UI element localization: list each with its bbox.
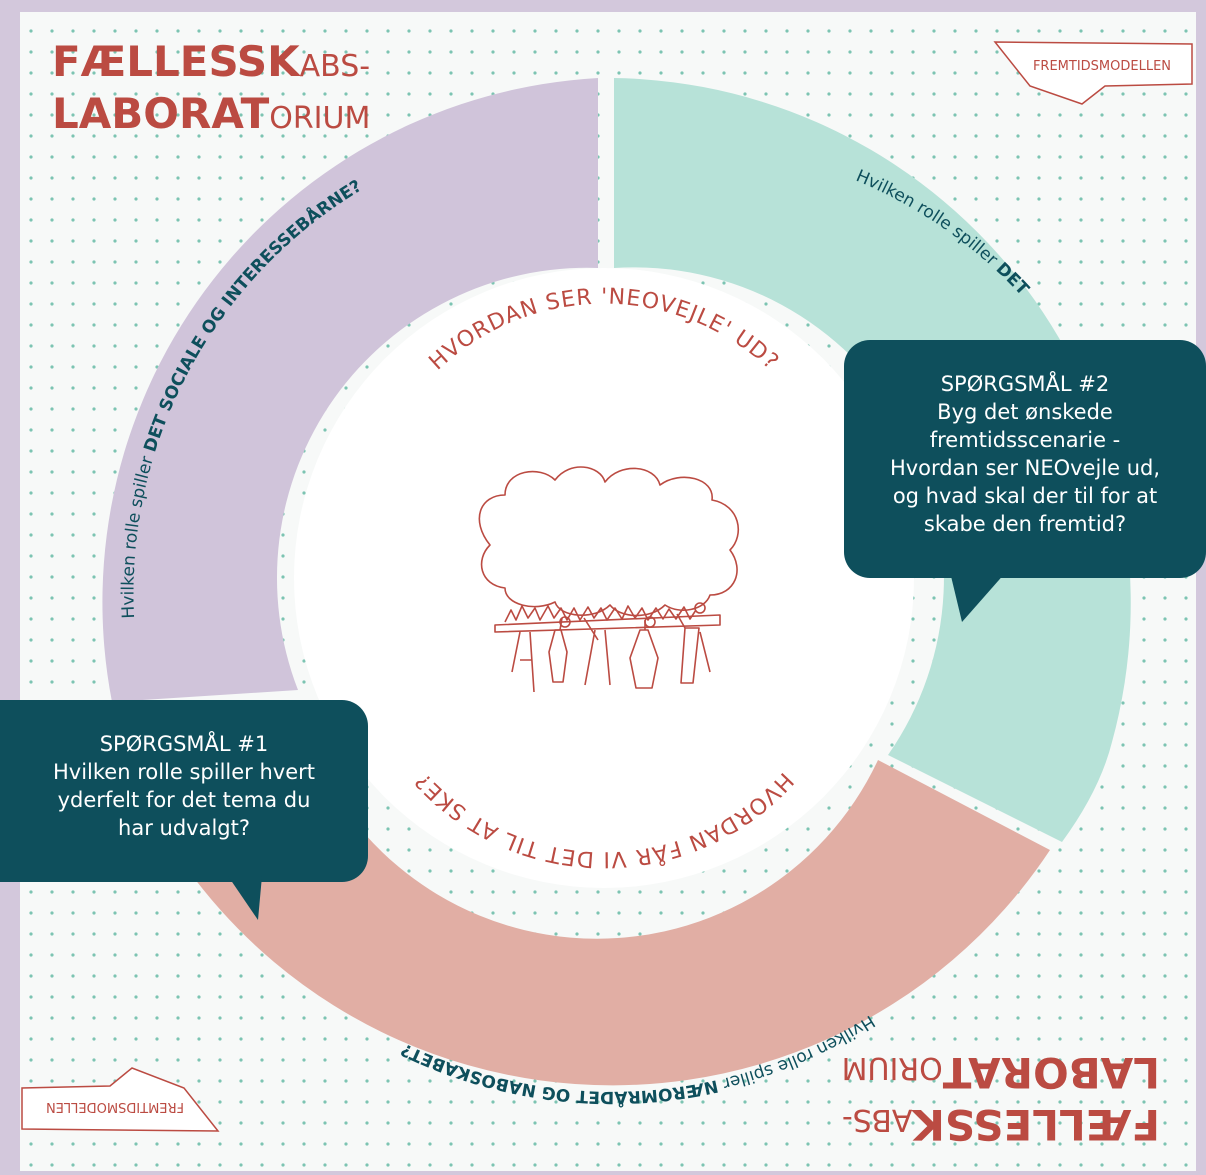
question-2-text-line: Byg det ønskede: [937, 400, 1113, 424]
tree-with-people-illustration: [478, 466, 740, 693]
center-disc: [294, 268, 914, 888]
question-1-text-line: har udvalgt?: [118, 816, 250, 840]
question-1-text-line: yderfelt for det tema du: [57, 788, 311, 812]
purple-segment: [102, 78, 599, 702]
mint-segment: [614, 78, 1131, 842]
question-1-bubble: SPØRGSMÅL #1 Hvilken rolle spiller hvert…: [0, 700, 368, 920]
svg-text:FÆLLESSKABS-: FÆLLESSKABS-: [52, 37, 370, 86]
question-2-bubble: SPØRGSMÅL #2 Byg det ønskede fremtidssce…: [844, 340, 1206, 622]
question-2-text-line: skabe den fremtid?: [923, 512, 1127, 536]
logo-bottom: FÆLLESSKABS- LABORATORIUM: [842, 1048, 1160, 1149]
question-2-text-line: fremtidsscenarie -: [929, 428, 1121, 452]
question-1-title: SPØRGSMÅL #1: [99, 732, 269, 756]
question-2-title: SPØRGSMÅL #2: [940, 372, 1110, 396]
question-2-text-line: Hvordan ser NEOvejle ud,: [889, 456, 1161, 480]
bubble-tail: [950, 572, 1006, 622]
logo-top: FÆLLESSKABS- LABORATORIUM: [52, 37, 370, 138]
svg-text:FREMTIDSMODELLEN: FREMTIDSMODELLEN: [46, 1099, 184, 1114]
tag-top: FREMTIDSMODELLEN: [993, 41, 1193, 105]
pink-segment: [112, 710, 1050, 1086]
svg-text:FÆLLESSKABS-: FÆLLESSKABS-: [842, 1100, 1160, 1149]
question-1-text-line: Hvilken rolle spiller hvert: [52, 760, 316, 784]
svg-text:LABORATORIUM: LABORATORIUM: [842, 1048, 1160, 1097]
bubble-tail: [228, 876, 262, 920]
tag-bottom: FREMTIDSMODELLEN: [21, 1067, 220, 1132]
question-2-text-line: og hvad skal der til for at: [892, 484, 1158, 508]
svg-text:LABORATORIUM: LABORATORIUM: [52, 89, 370, 138]
svg-text:FREMTIDSMODELLEN: FREMTIDSMODELLEN: [1033, 59, 1171, 74]
